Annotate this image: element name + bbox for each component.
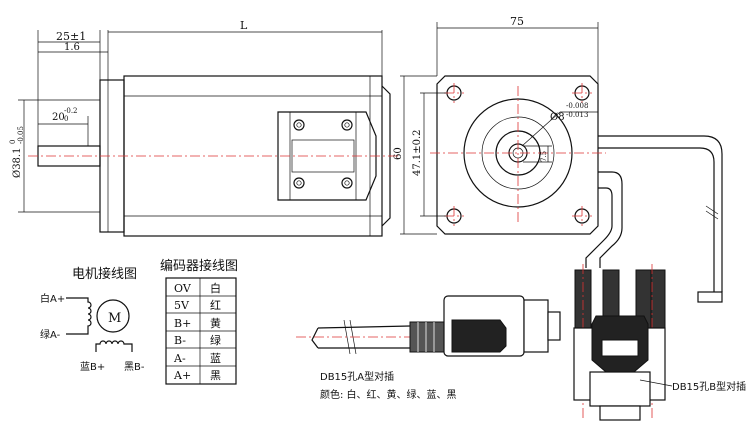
- coil-a-icon: [66, 297, 92, 335]
- terminal-b-minus: 黑B-: [124, 361, 145, 373]
- dim-pilot-diameter: Ø38.1 0 -0.05: [9, 126, 25, 178]
- encoder-row-2: B+ 黄: [174, 316, 221, 330]
- motor-symbol: [96, 299, 130, 333]
- dim-flange-thickness: 1.6: [64, 42, 80, 53]
- dim-keyway-length: 20: [52, 112, 65, 123]
- encoder-signal: 5V: [174, 299, 190, 312]
- encoder-signal: B-: [174, 334, 186, 347]
- encoder-color: 黄: [210, 316, 221, 330]
- plug-a-label: DB15孔A型对插: [320, 370, 394, 383]
- screw-icon: [293, 177, 305, 189]
- motor-wiring: 电机接线图 M 白A+ 绿A- 蓝B+ 黑B-: [40, 266, 145, 373]
- encoder-color: 白: [210, 281, 221, 295]
- encoder-row-5: A+ 黑: [173, 369, 221, 382]
- encoder-row-4: A- 蓝: [173, 352, 221, 365]
- coil-b-icon: [95, 340, 133, 352]
- motor-wiring-title: 电机接线图: [72, 266, 137, 282]
- encoder-color: 红: [210, 299, 221, 312]
- db15-plug-b: DB15孔B型对插: [573, 264, 746, 421]
- encoder-row-3: B- 绿: [174, 333, 221, 347]
- colors-label: 颜色: 白、红、黄、绿、蓝、黑: [320, 388, 457, 401]
- svg-text:-0.05: -0.05: [17, 126, 25, 144]
- dim-hole-spacing: 47.1±0.2: [412, 129, 423, 176]
- encoder-cable: [598, 171, 623, 268]
- screw-icon: [293, 119, 305, 131]
- svg-text:Ø38.1: Ø38.1: [12, 148, 23, 178]
- front-view: 75 60 47.1±0.2 Ø8 -0.008 -0.013 7.5: [393, 15, 606, 235]
- front-flange: [436, 75, 599, 235]
- encoder-wiring: 编码器接线图 OV 白 5V 红 B+ 黄 B- 绿 A- 蓝 A+ 黑: [160, 258, 238, 385]
- cable-group: [585, 135, 723, 303]
- encoder-signal: A-: [173, 352, 186, 365]
- plug-b-label: DB15孔B型对插: [672, 380, 746, 393]
- encoder-color: 黑: [210, 369, 221, 382]
- screw-icon: [341, 177, 353, 189]
- dim-shaft-tol: -0.008: [566, 102, 588, 110]
- dim-frame-width: 75: [510, 15, 524, 28]
- terminal-a-plus: 白A+: [40, 292, 65, 305]
- screw-icon: [341, 119, 353, 131]
- dim-flat-depth: 7.5: [540, 151, 548, 162]
- terminal-a-minus: 绿A-: [40, 328, 61, 341]
- dim-keyway-tol: -0.2: [64, 107, 78, 115]
- dim-shaft-tol-low: -0.013: [566, 111, 588, 119]
- encoder-wiring-title: 编码器接线图: [160, 258, 238, 274]
- dim-shaft-length: 25±1: [56, 30, 86, 43]
- encoder-signal: OV: [174, 282, 192, 295]
- encoder-row-0: OV 白: [174, 281, 221, 295]
- dim-keyway-tol-low: 0: [64, 115, 68, 123]
- svg-text:0: 0: [9, 140, 17, 144]
- dim-frame-height: 60: [393, 147, 404, 160]
- encoder-signal: A+: [173, 369, 191, 382]
- encoder-color: 蓝: [210, 352, 221, 365]
- encoder-row-1: 5V 红: [174, 299, 221, 312]
- side-view: 25±1 1.6 L 20 -0.2 0 Ø38.1 0 -0.05: [9, 19, 398, 237]
- dim-body-length: L: [240, 19, 248, 32]
- terminal-b-plus: 蓝B+: [80, 361, 105, 373]
- encoder-signal: B+: [174, 317, 191, 330]
- encoder-color: 绿: [210, 333, 221, 347]
- db15-plug-a: DB15孔A型对插 颜色: 白、红、黄、绿、蓝、黑: [296, 295, 561, 401]
- motor-cable: [598, 147, 715, 292]
- motor-symbol-letter: M: [108, 311, 121, 326]
- dim-shaft-diameter: Ø8: [550, 112, 565, 123]
